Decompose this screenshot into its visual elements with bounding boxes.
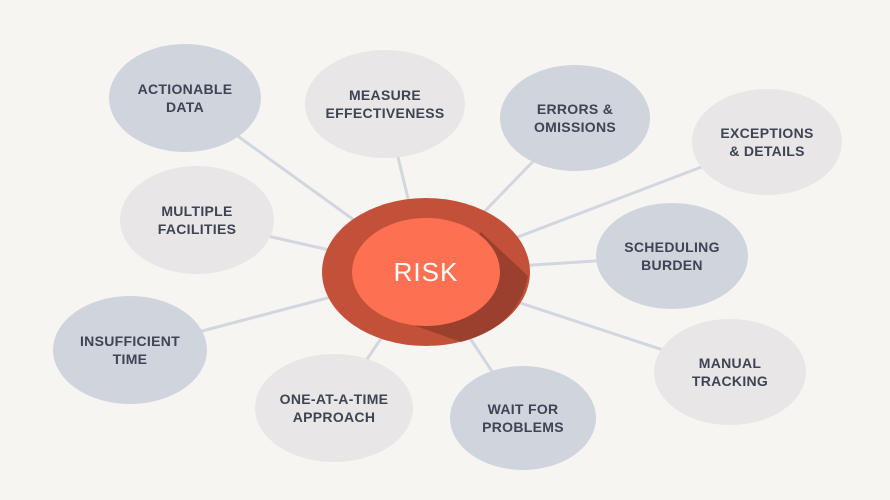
node-label: ONE-AT-A-TIME <box>280 391 389 407</box>
node-scheduling-burden: SCHEDULING BURDEN <box>596 203 748 309</box>
node-bubble <box>450 366 596 470</box>
node-label: OMISSIONS <box>534 119 616 135</box>
center-node: RISK <box>322 198 530 346</box>
node-label: MULTIPLE <box>161 203 232 219</box>
center-inner-circle <box>352 218 500 326</box>
node-label: & DETAILS <box>729 143 805 159</box>
node-label: SCHEDULING <box>624 239 720 255</box>
node-label: EFFECTIVENESS <box>325 105 444 121</box>
node-bubble <box>500 65 650 171</box>
node-label: BURDEN <box>641 257 703 273</box>
node-label: TIME <box>113 351 148 367</box>
risk-factor-nodes: ACTIONABLE DATA MEASURE EFFECTIVENESS ERRORS… <box>53 44 842 470</box>
node-bubble <box>120 166 274 274</box>
node-label: TRACKING <box>692 373 768 389</box>
node-bubble <box>692 89 842 195</box>
node-exceptions-details: EXCEPTIONS & DETAILS <box>692 89 842 195</box>
node-errors-omissions: ERRORS & OMISSIONS <box>500 65 650 171</box>
node-label: APPROACH <box>293 409 376 425</box>
node-one-at-a-time-approach: ONE-AT-A-TIME APPROACH <box>255 354 413 462</box>
node-bubble <box>305 50 465 158</box>
node-bubble <box>255 354 413 462</box>
node-bubble <box>654 319 806 425</box>
node-label: FACILITIES <box>158 221 236 237</box>
node-multiple-facilities: MULTIPLE FACILITIES <box>120 166 274 274</box>
node-label: INSUFFICIENT <box>80 333 180 349</box>
node-actionable-data: ACTIONABLE DATA <box>109 44 261 152</box>
node-label: DATA <box>166 99 204 115</box>
node-label: MEASURE <box>349 87 421 103</box>
node-insufficient-time: INSUFFICIENT TIME <box>53 296 207 404</box>
node-bubble <box>109 44 261 152</box>
node-label: WAIT FOR <box>488 401 559 417</box>
node-label: PROBLEMS <box>482 419 564 435</box>
node-label: ERRORS & <box>537 101 613 117</box>
node-label: MANUAL <box>699 355 762 371</box>
node-wait-for-problems: WAIT FOR PROBLEMS <box>450 366 596 470</box>
node-manual-tracking: MANUAL TRACKING <box>654 319 806 425</box>
node-bubble <box>53 296 207 404</box>
node-measure-effectiveness: MEASURE EFFECTIVENESS <box>305 50 465 158</box>
center-label: RISK <box>394 257 459 287</box>
node-label: ACTIONABLE <box>138 81 233 97</box>
node-bubble <box>596 203 748 309</box>
node-label: EXCEPTIONS <box>720 125 813 141</box>
